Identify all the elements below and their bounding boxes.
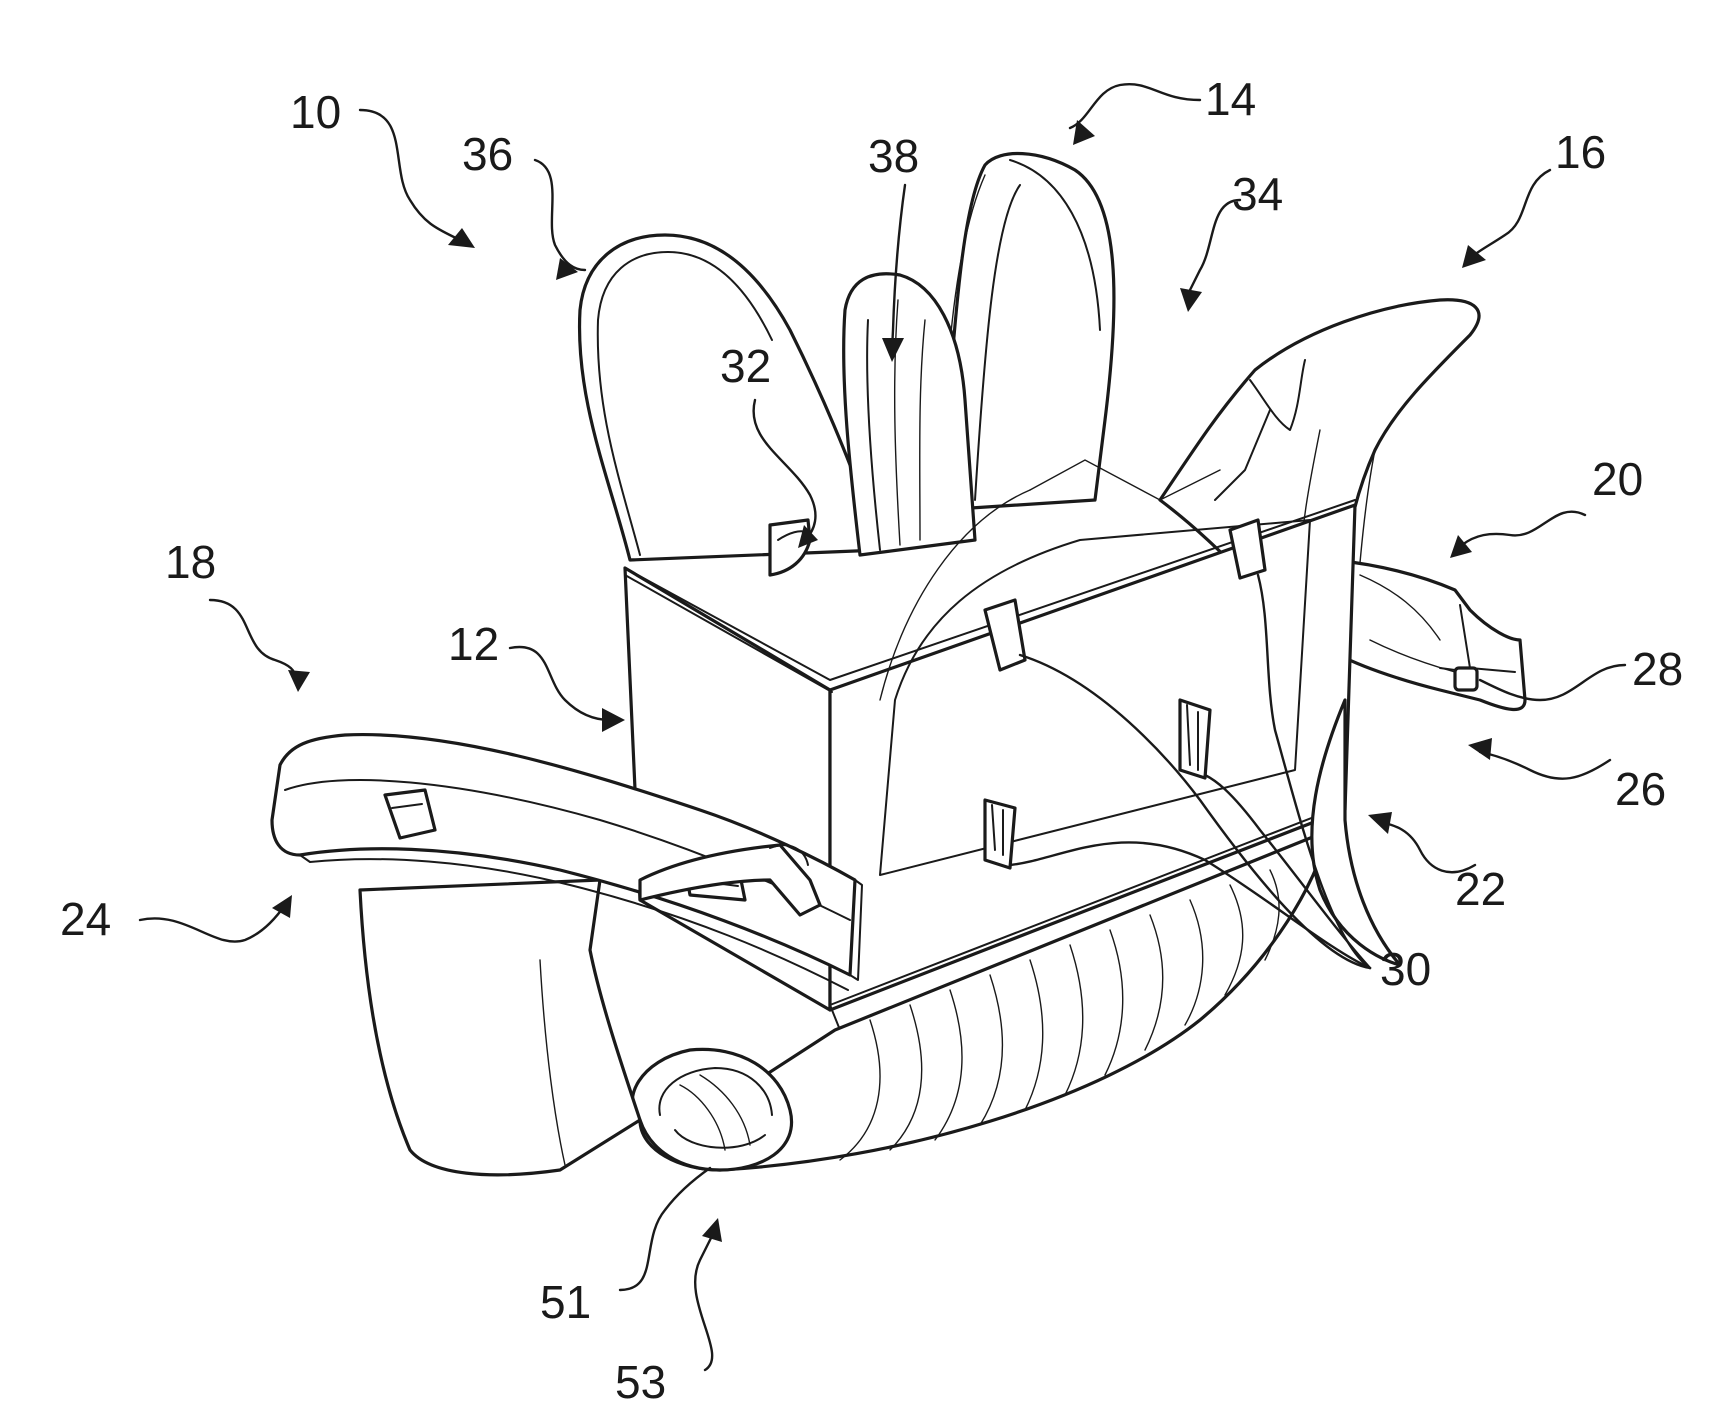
numeral-14: 14 — [1205, 73, 1256, 125]
numeral-10: 10 — [290, 86, 341, 138]
numeral-16: 16 — [1555, 126, 1606, 178]
numeral-20: 20 — [1592, 453, 1643, 505]
numeral-34: 34 — [1232, 168, 1283, 220]
numeral-36: 36 — [462, 128, 513, 180]
numeral-51: 51 — [540, 1276, 591, 1328]
numeral-32: 32 — [720, 340, 771, 392]
numeral-18: 18 — [165, 536, 216, 588]
slot-28 — [1455, 668, 1477, 690]
numeral-28: 28 — [1632, 643, 1683, 695]
numeral-22: 22 — [1455, 863, 1506, 915]
part-36-left-panel — [580, 235, 880, 560]
numeral-26: 26 — [1615, 763, 1666, 815]
numeral-53: 53 — [615, 1356, 666, 1408]
numeral-12: 12 — [448, 618, 499, 670]
numeral-30: 30 — [1380, 943, 1431, 995]
numeral-24: 24 — [60, 893, 111, 945]
numeral-38: 38 — [868, 130, 919, 182]
